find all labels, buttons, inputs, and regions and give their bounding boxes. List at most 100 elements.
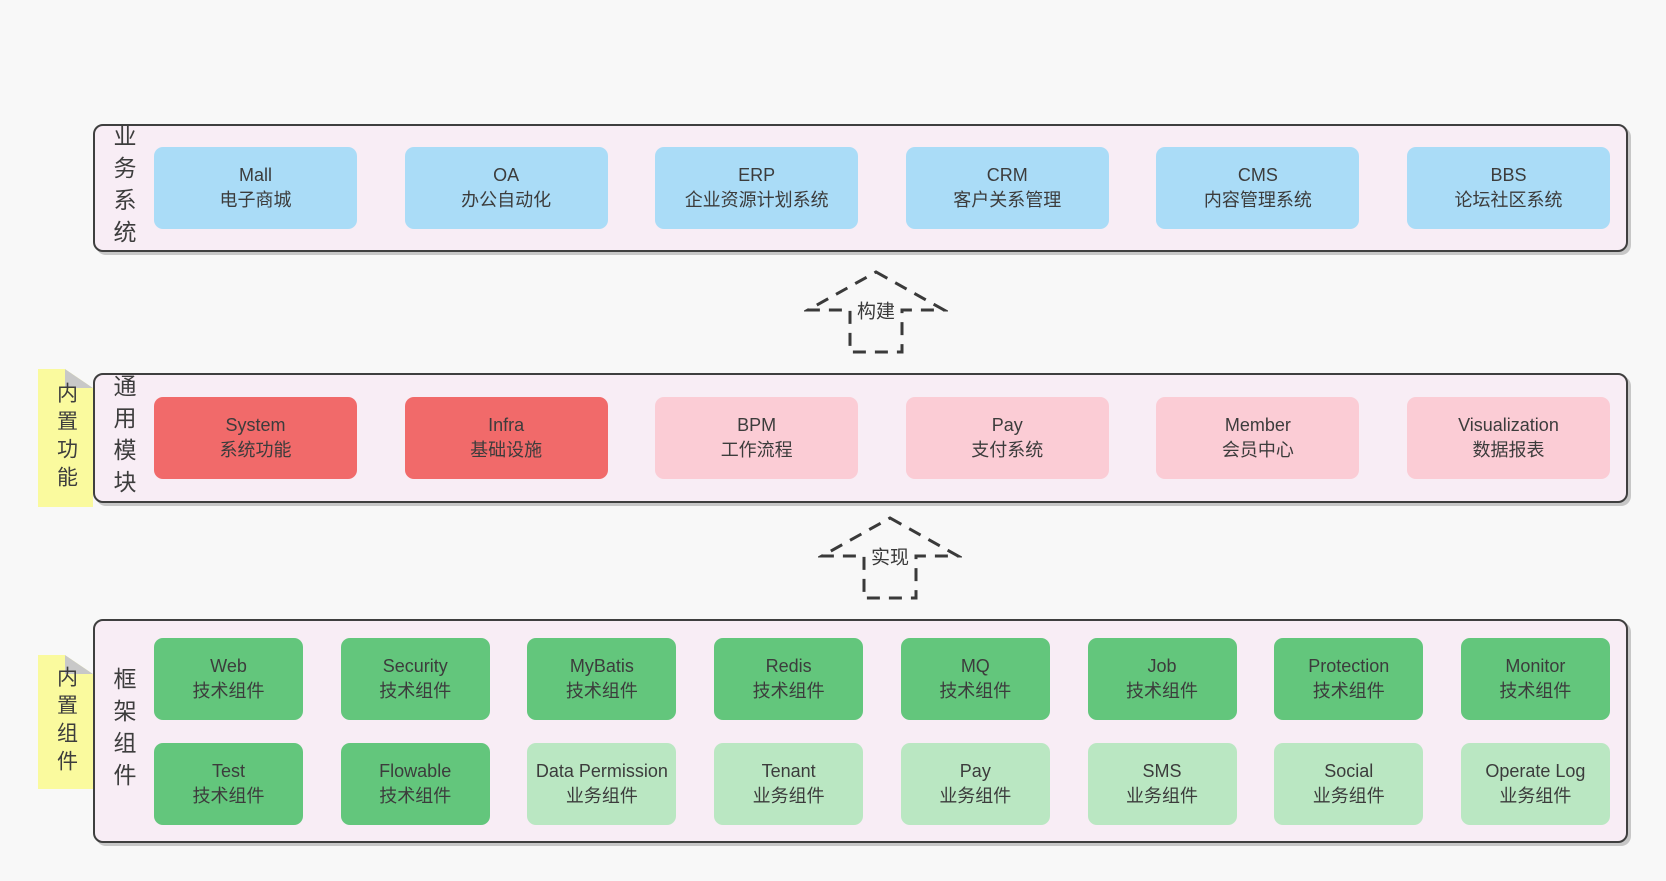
box-title: MQ [960, 656, 990, 676]
framework-row-2: Test 技术组件 Flowable 技术组件 Data Permission … [154, 743, 1610, 825]
box-oa: OA 办公自动化 [404, 147, 608, 229]
box-subtitle: 技术组件 [192, 786, 265, 806]
box-subtitle: 内容管理系统 [1203, 190, 1312, 210]
section-label: 业务系统 [110, 124, 136, 252]
section-framework-components: 框架组件 Web 技术组件 Security 技术组件 MyBatis 技术组件… [93, 619, 1628, 843]
box-system: System 系统功能 [154, 397, 357, 479]
box-title: Social [1324, 761, 1374, 781]
box-title: Protection [1308, 656, 1390, 676]
box-security: Security 技术组件 [340, 638, 490, 720]
box-title: System [225, 415, 286, 435]
box-subtitle: 技术组件 [1126, 681, 1199, 701]
box-subtitle: 业务组件 [752, 786, 825, 806]
box-mybatis: MyBatis 技术组件 [527, 638, 677, 720]
box-title: Pay [991, 415, 1023, 435]
box-subtitle: 技术组件 [1312, 681, 1385, 701]
box-title: Pay [959, 761, 991, 781]
box-subtitle: 会员中心 [1221, 440, 1294, 460]
box-title: ERP [738, 165, 776, 185]
build-arrow: 构建 [804, 268, 948, 356]
box-title: Data Permission [535, 761, 668, 781]
box-title: Flowable [379, 761, 452, 781]
box-mq: MQ 技术组件 [900, 638, 1050, 720]
box-bpm: BPM 工作流程 [655, 397, 859, 479]
box-title: SMS [1142, 761, 1182, 781]
box-protection: Protection 技术组件 [1274, 638, 1424, 720]
box-mall: Mall 电子商城 [154, 147, 357, 229]
box-subtitle: 电子商城 [219, 190, 292, 210]
arrow-label: 构建 [851, 294, 901, 326]
arrow-label: 实现 [865, 540, 915, 572]
box-subtitle: 技术组件 [379, 786, 452, 806]
implement-arrow: 实现 [818, 514, 962, 602]
box-title: Infra [488, 415, 525, 435]
box-subtitle: 企业资源计划系统 [684, 190, 829, 210]
sticky-note-builtin-components: 内置组件 [38, 655, 93, 789]
box-subtitle: 技术组件 [939, 681, 1012, 701]
box-sms: SMS 业务组件 [1087, 743, 1237, 825]
box-social: Social 业务组件 [1274, 743, 1424, 825]
box-subtitle: 论坛社区系统 [1454, 190, 1563, 210]
box-subtitle: 基础设施 [470, 440, 543, 460]
box-redis: Redis 技术组件 [714, 638, 864, 720]
box-title: OA [493, 165, 520, 185]
sticky-label: 内置功能 [54, 382, 78, 494]
section-business-systems: 业务系统 Mall 电子商城 OA 办公自动化 ERP 企业资源计划系统 CRM… [93, 124, 1628, 252]
box-data-permission: Data Permission 业务组件 [527, 743, 677, 825]
framework-row-1: Web 技术组件 Security 技术组件 MyBatis 技术组件 Redi… [154, 638, 1610, 720]
box-title: BBS [1490, 165, 1527, 185]
box-subtitle: 技术组件 [192, 681, 265, 701]
box-cms: CMS 内容管理系统 [1156, 147, 1360, 229]
box-subtitle: 客户关系管理 [953, 190, 1062, 210]
box-subtitle: 业务组件 [1499, 786, 1572, 806]
business-boxes-row: Mall 电子商城 OA 办公自动化 ERP 企业资源计划系统 CRM 客户关系… [154, 147, 1610, 229]
box-title: Mall [238, 165, 272, 185]
box-subtitle: 工作流程 [720, 440, 793, 460]
section-label: 通用模块 [110, 374, 136, 502]
box-infra: Infra 基础设施 [404, 397, 608, 479]
box-subtitle: 业务组件 [1312, 786, 1385, 806]
box-title: Tenant [761, 761, 816, 781]
box-title: Member [1224, 415, 1291, 435]
box-title: Web [210, 656, 247, 676]
box-test: Test 技术组件 [154, 743, 303, 825]
box-pay-system: Pay 支付系统 [905, 397, 1109, 479]
box-operate-log: Operate Log 业务组件 [1460, 743, 1610, 825]
box-pay-component: Pay 业务组件 [900, 743, 1050, 825]
box-subtitle: 数据报表 [1472, 440, 1545, 460]
box-visualization: Visualization 数据报表 [1406, 397, 1610, 479]
box-subtitle: 技术组件 [379, 681, 452, 701]
box-subtitle: 业务组件 [1126, 786, 1199, 806]
box-web: Web 技术组件 [154, 638, 303, 720]
box-member: Member 会员中心 [1156, 397, 1360, 479]
box-subtitle: 技术组件 [1499, 681, 1572, 701]
box-monitor: Monitor 技术组件 [1460, 638, 1610, 720]
box-erp: ERP 企业资源计划系统 [655, 147, 859, 229]
box-crm: CRM 客户关系管理 [905, 147, 1109, 229]
box-title: Security [382, 656, 448, 676]
box-bbs: BBS 论坛社区系统 [1406, 147, 1610, 229]
section-common-modules: 通用模块 System 系统功能 Infra 基础设施 BPM 工作流程 Pay… [93, 373, 1628, 503]
sticky-label: 内置组件 [54, 666, 78, 778]
box-subtitle: 支付系统 [971, 440, 1044, 460]
dashed-up-arrow-icon [804, 270, 948, 354]
box-title: CRM [986, 165, 1028, 185]
section-label: 框架组件 [110, 667, 136, 795]
modules-boxes-row: System 系统功能 Infra 基础设施 BPM 工作流程 Pay 支付系统… [154, 397, 1610, 479]
box-title: CMS [1237, 165, 1278, 185]
box-title: Operate Log [1485, 761, 1586, 781]
box-title: Job [1147, 656, 1177, 676]
box-subtitle: 业务组件 [565, 786, 638, 806]
box-subtitle: 技术组件 [565, 681, 638, 701]
box-title: BPM [737, 415, 777, 435]
box-job: Job 技术组件 [1087, 638, 1237, 720]
box-tenant: Tenant 业务组件 [714, 743, 864, 825]
box-subtitle: 业务组件 [939, 786, 1012, 806]
sticky-note-builtin-features: 内置功能 [38, 369, 93, 507]
dashed-up-arrow-icon [818, 516, 962, 600]
box-title: Monitor [1505, 656, 1566, 676]
box-subtitle: 技术组件 [752, 681, 825, 701]
box-title: Visualization [1458, 415, 1559, 435]
box-title: MyBatis [569, 656, 634, 676]
